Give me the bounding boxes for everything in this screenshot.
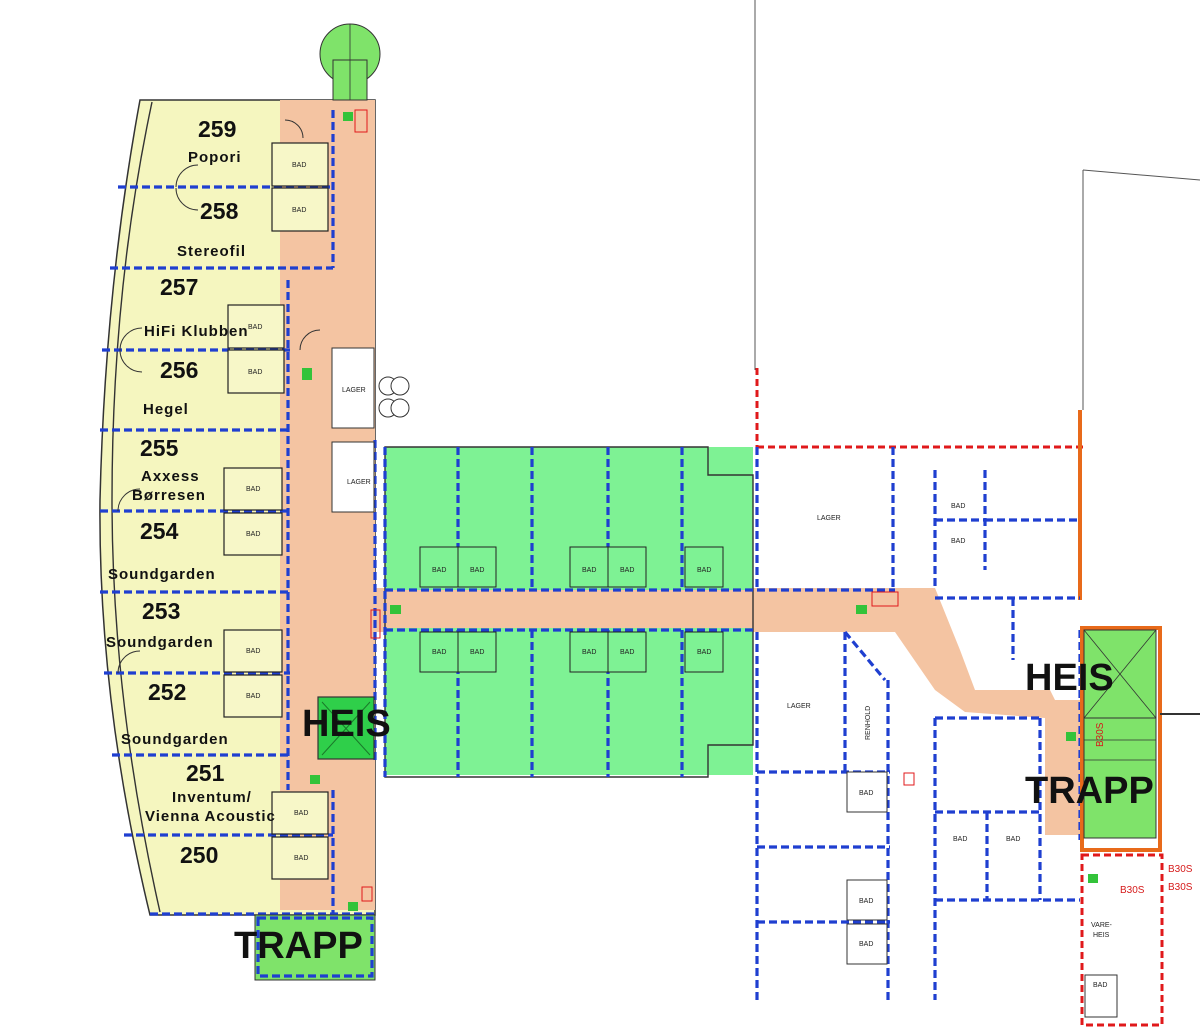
b30s-label: B30S xyxy=(1168,864,1193,875)
bath-label: BAD xyxy=(246,693,260,700)
room-number-252: 252 xyxy=(148,679,186,705)
room-number-255: 255 xyxy=(140,435,179,461)
bath-label: BAD xyxy=(248,324,262,331)
b30s-label: B30S xyxy=(1095,722,1106,747)
left-wing-baths xyxy=(223,142,329,880)
b30s-label: B30S xyxy=(1168,882,1193,893)
bath-label: BAD xyxy=(859,941,873,948)
fire-door-labels: B30S B30S B30S B30S xyxy=(1095,722,1193,896)
bath-label: BAD xyxy=(246,648,260,655)
room-number-257: 257 xyxy=(160,274,198,300)
corridor-right xyxy=(745,588,1080,835)
room-name-255: Axxess xyxy=(141,468,200,485)
bath-label: BAD xyxy=(1093,982,1107,989)
bath-label: BAD xyxy=(859,790,873,797)
trapp-label-left: TRAPP xyxy=(234,925,363,967)
room-name-251-line2: Vienna Acoustic xyxy=(145,808,276,825)
left-wing-bath-labels: BAD BAD BAD BAD BAD BAD BAD BAD BAD BAD xyxy=(246,162,308,862)
bottom-left-stair xyxy=(254,914,376,981)
bath-label: BAD xyxy=(246,531,260,538)
hall-walls xyxy=(384,446,754,778)
bath-label: BAD xyxy=(953,836,967,843)
bath-label: BAD xyxy=(951,503,965,510)
bath-label: BAD xyxy=(620,649,634,656)
room-number-259: 259 xyxy=(198,116,236,142)
room-name-258: Stereofil xyxy=(177,243,246,260)
room-name-255-line2: Børresen xyxy=(132,487,206,504)
room-name-251: Inventum/ xyxy=(172,789,252,806)
room-number-251: 251 xyxy=(186,760,225,786)
b30s-label: B30S xyxy=(1120,885,1145,896)
renhold-label: RENHOLD xyxy=(865,706,872,740)
hall-baths xyxy=(419,546,724,673)
room-number-258: 258 xyxy=(200,198,239,224)
trapp-label-right: TRAPP xyxy=(1025,770,1154,812)
bath-label: BAD xyxy=(432,567,446,574)
bath-label: BAD xyxy=(294,810,308,817)
room-name-254: Soundgarden xyxy=(108,566,216,583)
room-name-259: Popori xyxy=(188,149,242,166)
right-core xyxy=(1080,626,1200,1027)
bath-label: BAD xyxy=(582,649,596,656)
room-number-253: 253 xyxy=(142,598,180,624)
bath-label: BAD xyxy=(470,649,484,656)
left-wing-doors xyxy=(117,119,321,674)
lager-label: LAGER xyxy=(787,703,811,710)
bath-label: BAD xyxy=(620,567,634,574)
safety-signs xyxy=(302,109,1098,911)
facade-line xyxy=(111,101,161,913)
room-name-257: HiFi Klubben xyxy=(144,323,249,340)
bath-label: BAD xyxy=(294,855,308,862)
right-section-rooms: LAGER LAGER RENHOLD BAD BAD BAD BAD BAD … xyxy=(787,503,1118,1018)
vareheis-label-line2: HEIS xyxy=(1093,932,1110,939)
bath-label: BAD xyxy=(246,486,260,493)
lager-label: LAGER xyxy=(817,515,841,522)
heis-label-right: HEIS xyxy=(1025,657,1114,699)
bath-label: BAD xyxy=(292,162,306,169)
room-number-256: 256 xyxy=(160,357,198,383)
bath-label: BAD xyxy=(248,369,262,376)
room-name-256: Hegel xyxy=(143,401,189,418)
room-name-252: Soundgarden xyxy=(121,731,229,748)
lager-left: LAGER LAGER xyxy=(331,347,410,513)
room-number-254: 254 xyxy=(140,518,179,544)
left-wing-labels: 259 Popori 258 Stereofil 257 HiFi Klubbe… xyxy=(106,116,276,868)
bath-label: BAD xyxy=(697,567,711,574)
room-name-253: Soundgarden xyxy=(106,634,214,651)
hall-bath-labels: BAD BAD BAD BAD BAD BAD BAD BAD BAD BAD xyxy=(432,567,711,656)
lager-label: LAGER xyxy=(342,387,366,394)
bath-label: BAD xyxy=(582,567,596,574)
bath-label: BAD xyxy=(470,567,484,574)
bath-label: BAD xyxy=(951,538,965,545)
room-number-250: 250 xyxy=(180,842,218,868)
bath-label: BAD xyxy=(1006,836,1020,843)
bath-label: BAD xyxy=(697,649,711,656)
left-elevator xyxy=(317,696,375,760)
top-round-stair xyxy=(319,23,381,101)
hall-corridor xyxy=(385,590,753,628)
vareheis-label: VARE- xyxy=(1091,922,1113,929)
lager-label: LAGER xyxy=(347,479,371,486)
background-outlines xyxy=(754,0,1200,410)
bath-label: BAD xyxy=(859,898,873,905)
bath-label: BAD xyxy=(432,649,446,656)
heis-label-left: HEIS xyxy=(302,703,391,745)
bath-label: BAD xyxy=(292,207,306,214)
